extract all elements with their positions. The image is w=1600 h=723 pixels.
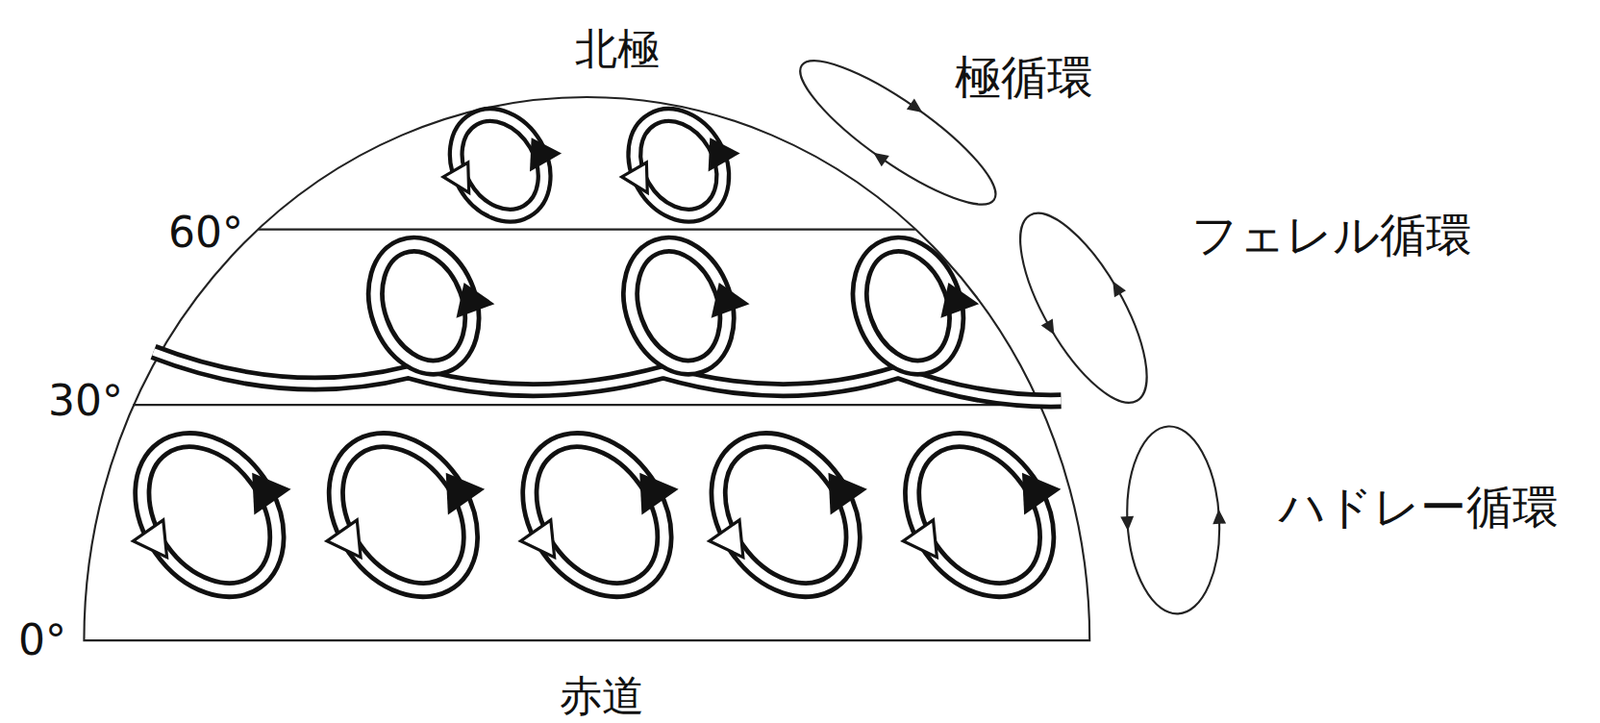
pole-label: 北極 — [575, 25, 660, 73]
ferrel-vortices — [153, 223, 1062, 401]
latitude-line — [258, 228, 916, 231]
hemisphere-outline — [83, 97, 1090, 641]
cell-label: 極循環 — [954, 51, 1094, 103]
latitude-label: 0° — [18, 617, 67, 664]
hadley-vortices — [99, 400, 1094, 626]
equator-label: 赤道 — [559, 673, 645, 720]
latitude-line — [132, 403, 1041, 406]
latitude-label: 60° — [168, 209, 244, 256]
circulation-cells — [781, 36, 1230, 618]
cell-label: ハドレー循環 — [1278, 481, 1559, 533]
latitude-label: 30° — [48, 377, 124, 425]
cell-label: フェレル循環 — [1191, 209, 1473, 261]
polar-vortices — [425, 89, 757, 239]
